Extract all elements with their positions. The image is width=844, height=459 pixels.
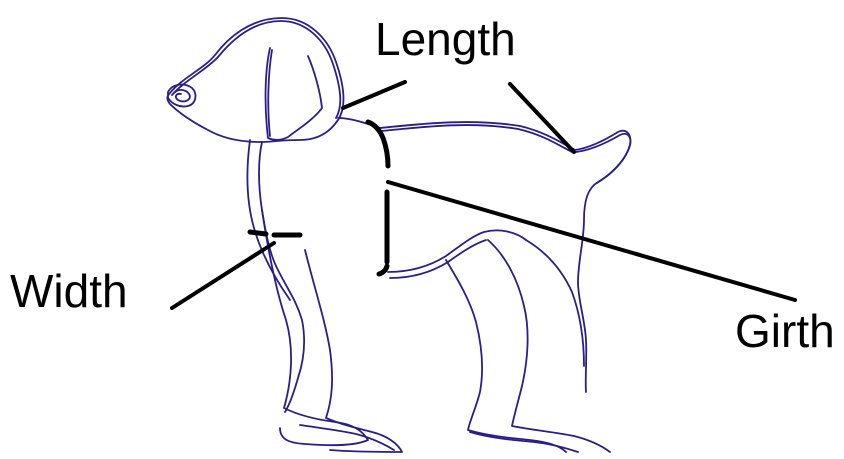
dog-hind-leg-left: [445, 259, 567, 453]
width-callout-line: [170, 241, 276, 310]
dog-back: [337, 117, 632, 393]
length-label: Length: [375, 13, 516, 65]
dog-neck-line: [246, 139, 291, 301]
dog-head-outline: [166, 17, 345, 143]
dog-belly: [387, 229, 527, 273]
girth-measure-bottom: [376, 263, 390, 277]
dog-hind-leg-inner: [525, 239, 585, 367]
dog-back-sketch: [381, 124, 575, 154]
dog-nose: [167, 83, 197, 108]
dog-nose-scribble: [174, 89, 191, 103]
girth-callout-line: [386, 180, 797, 302]
dog-hind-leg-right: [487, 239, 611, 453]
width-label: Width: [10, 265, 128, 317]
girth-measure-top: [365, 119, 391, 169]
dog-ear-sketch: [267, 49, 273, 137]
length-callout-line-left: [341, 80, 407, 110]
girth-label: Girth: [735, 305, 835, 357]
dog-front-paw: [299, 424, 395, 451]
dog-chest: [258, 141, 305, 413]
width-measure-dash-1: [247, 229, 269, 237]
dog-tail: [575, 133, 632, 184]
dog-front-leg-right: [304, 249, 403, 453]
dog-ear: [264, 47, 323, 141]
dog-belly-lower: [389, 239, 487, 279]
dog-hind-paw: [469, 431, 579, 453]
length-callout-line-right: [508, 82, 576, 154]
dog-head-outline-sketch: [171, 20, 342, 119]
dog-front-leg-left: [261, 209, 369, 447]
